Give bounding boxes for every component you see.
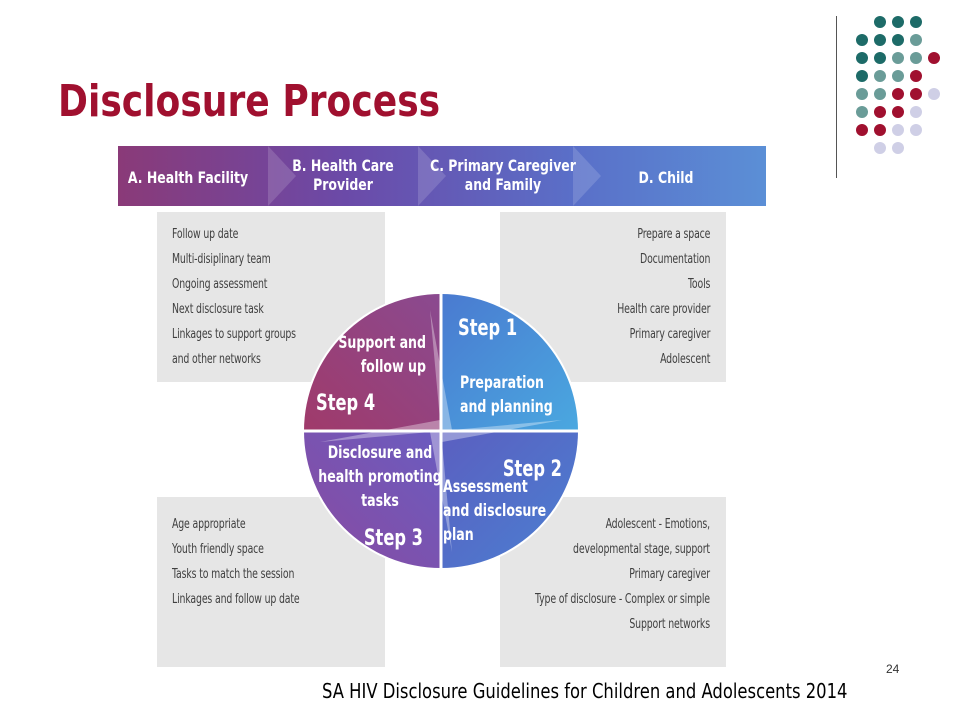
decorative-dot xyxy=(892,106,904,118)
list-item: Adolescent - Emotions, xyxy=(605,517,710,532)
list-item: Tasks to match the session xyxy=(172,567,295,582)
decorative-dot xyxy=(874,34,886,46)
list-item: Support networks xyxy=(629,617,710,632)
list-item: Linkages and follow up date xyxy=(172,592,300,607)
list-item: and other networks xyxy=(172,352,261,367)
page-title: Disclosure Process xyxy=(58,76,441,127)
decorative-dot xyxy=(892,34,904,46)
decorative-dot xyxy=(910,124,922,136)
page-number: 24 xyxy=(886,662,900,676)
decorative-dot xyxy=(910,70,922,82)
list-bottom-right: Adolescent - Emotions, developmental stag… xyxy=(535,512,710,637)
divider-line xyxy=(836,16,837,178)
step1-label: Step 1 xyxy=(458,315,517,341)
step2-label: Step 2 xyxy=(503,456,562,482)
decorative-dot xyxy=(892,88,904,100)
decorative-dot xyxy=(892,124,904,136)
list-item: Multi-disiplinary team xyxy=(172,252,271,267)
decorative-dot xyxy=(892,16,904,28)
decorative-dot xyxy=(856,124,868,136)
footer-citation: SA HIV Disclosure Guidelines for Childre… xyxy=(322,679,848,703)
list-item: Linkages to support groups xyxy=(172,327,296,342)
step3-label: Step 3 xyxy=(364,525,423,551)
list-item: Primary caregiver xyxy=(629,327,710,342)
list-item: developmental stage, support xyxy=(573,542,710,557)
list-item: Ongoing assessment xyxy=(172,277,268,292)
list-item: Youth friendly space xyxy=(172,542,264,557)
step4-segment xyxy=(304,294,441,431)
decorative-dot xyxy=(856,34,868,46)
step2-segment xyxy=(441,431,578,568)
list-item: Health care provider xyxy=(616,302,710,317)
step3-segment xyxy=(304,431,441,568)
decorative-dot xyxy=(856,106,868,118)
decorative-dot xyxy=(874,106,886,118)
list-item: Documentation xyxy=(639,252,710,267)
decorative-dot xyxy=(874,124,886,136)
list-item: Primary caregiver xyxy=(629,567,710,582)
decorative-dot xyxy=(928,52,940,64)
decorative-dot xyxy=(910,16,922,28)
decorative-dot xyxy=(910,52,922,64)
decorative-dot xyxy=(874,52,886,64)
decorative-dot xyxy=(910,88,922,100)
decorative-dot xyxy=(892,70,904,82)
list-item: Adolescent xyxy=(659,352,710,367)
banner-stage-d: D. Child xyxy=(639,170,694,188)
decorative-dot xyxy=(928,88,940,100)
decorative-dot xyxy=(856,88,868,100)
list-item: Follow up date xyxy=(172,227,239,242)
step1-segment xyxy=(441,294,578,431)
decorative-dot xyxy=(910,34,922,46)
list-item: Tools xyxy=(687,277,710,292)
list-item: Next disclosure task xyxy=(172,302,264,317)
decorative-dot xyxy=(874,142,886,154)
decorative-dot xyxy=(910,106,922,118)
step4-label: Step 4 xyxy=(316,390,375,416)
decorative-dot xyxy=(856,52,868,64)
decorative-dot xyxy=(856,70,868,82)
decorative-dot xyxy=(874,70,886,82)
decorative-dot xyxy=(892,142,904,154)
decorative-dot xyxy=(892,52,904,64)
decorative-dot xyxy=(874,16,886,28)
list-item: Type of disclosure - Complex or simple xyxy=(535,592,710,607)
banner-stage-a: A. Health Facility xyxy=(128,170,249,188)
list-item: Prepare a space xyxy=(637,227,710,242)
decorative-dot-grid xyxy=(856,16,940,154)
decorative-dot xyxy=(874,88,886,100)
list-item: Age appropriate xyxy=(172,517,246,532)
